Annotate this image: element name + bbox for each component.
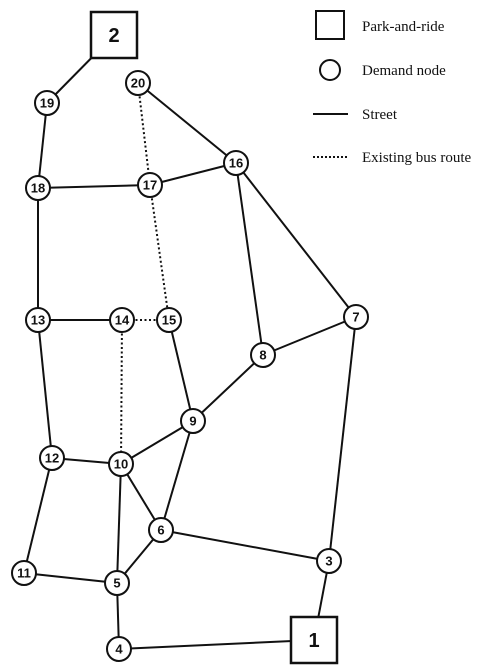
demand-node-10: 10 — [108, 451, 134, 477]
legend: Park-and-ride Demand node Street Existin… — [313, 10, 472, 166]
demand-node-14: 14 — [109, 307, 135, 333]
street-16-8 — [235, 162, 264, 356]
demand-node-circle — [104, 570, 130, 596]
park-and-ride-box — [89, 10, 139, 60]
street-9-8 — [192, 354, 264, 422]
demand-node-label: 18 — [31, 181, 45, 196]
demand-node-label: 15 — [162, 313, 176, 328]
street-13-12 — [37, 319, 53, 459]
demand-node-circle — [180, 408, 206, 434]
park-and-ride-label: 2 — [108, 25, 119, 47]
legend-park-and-ride-label: Park-and-ride — [362, 19, 445, 35]
demand-node-16: 16 — [223, 150, 249, 176]
demand-node-label: 6 — [157, 523, 164, 538]
street-19-18 — [37, 102, 48, 189]
demand-node-label: 20 — [131, 76, 145, 91]
bus-route-14-10 — [120, 319, 123, 465]
demand-node-9: 9 — [180, 408, 206, 434]
demand-node-label: 11 — [17, 566, 31, 581]
demand-node-label: 5 — [113, 576, 120, 591]
demand-node-6: 6 — [148, 517, 174, 543]
street-20-16 — [137, 82, 237, 164]
demand-node-circle — [25, 175, 51, 201]
legend-demand-node-label: Demand node — [362, 63, 446, 79]
demand-node-11: 11 — [11, 560, 37, 586]
demand-node-circle — [223, 150, 249, 176]
demand-node-label: 8 — [259, 348, 266, 363]
street-12-11 — [23, 457, 53, 574]
demand-node-circle — [125, 70, 151, 96]
street-16-7 — [235, 162, 357, 318]
demand-node-5: 5 — [104, 570, 130, 596]
park-and-ride-box — [289, 615, 339, 665]
demand-node-18: 18 — [25, 175, 51, 201]
bus-route-20-17 — [137, 82, 151, 186]
demand-node-label: 17 — [143, 178, 157, 193]
demand-node-circle — [137, 172, 163, 198]
demand-node-label: 13 — [31, 313, 45, 328]
demand-node-label: 16 — [229, 156, 243, 171]
demand-node-17: 17 — [137, 172, 163, 198]
bus-route-17-15 — [149, 184, 170, 321]
park-and-ride-2: 2 — [89, 10, 139, 60]
demand-node-circle — [25, 307, 51, 333]
street-8-7 — [262, 316, 357, 356]
demand-node-label: 10 — [114, 457, 128, 472]
street-18-17 — [37, 184, 151, 189]
demand-node-19: 19 — [34, 90, 60, 116]
legend-street-label: Street — [362, 107, 398, 123]
demand-node-circle — [108, 451, 134, 477]
demand-node-circle — [34, 90, 60, 116]
demand-node-label: 12 — [45, 451, 59, 466]
demand-node-label: 14 — [115, 313, 130, 328]
legend-bus-route-label: Existing bus route — [362, 150, 472, 166]
demand-node-8: 8 — [250, 342, 276, 368]
demand-node-circle — [343, 304, 369, 330]
demand-node-label: 19 — [40, 96, 54, 111]
demand-node-label: 9 — [189, 414, 196, 429]
street-17-16 — [149, 162, 237, 186]
street-6-3 — [160, 529, 330, 562]
street-9-6 — [160, 420, 194, 531]
edges-layer — [23, 34, 357, 650]
demand-node-label: 4 — [115, 642, 123, 657]
park-and-ride-1: 1 — [289, 615, 339, 665]
demand-node-13: 13 — [25, 307, 51, 333]
demand-node-20: 20 — [125, 70, 151, 96]
street-10-5 — [116, 463, 122, 584]
demand-node-circle — [156, 307, 182, 333]
demand-node-circle — [106, 636, 132, 662]
demand-node-3: 3 — [316, 548, 342, 574]
demand-node-circle — [39, 445, 65, 471]
street-7-3 — [328, 316, 357, 562]
demand-node-12: 12 — [39, 445, 65, 471]
demand-node-circle — [148, 517, 174, 543]
street-11-5 — [23, 572, 118, 584]
demand-node-7: 7 — [343, 304, 369, 330]
street-15-9 — [168, 319, 194, 422]
demand-node-circle — [11, 560, 37, 586]
street-4-1 — [118, 639, 315, 650]
park-and-ride-label: 1 — [308, 630, 319, 652]
demand-node-label: 7 — [352, 310, 359, 325]
demand-node-circle — [109, 307, 135, 333]
demand-node-15: 15 — [156, 307, 182, 333]
demand-node-circle — [316, 548, 342, 574]
legend-demand-node-symbol — [319, 59, 341, 81]
street-9-10 — [120, 420, 194, 465]
demand-node-circle — [250, 342, 276, 368]
demand-node-label: 3 — [325, 554, 332, 569]
demand-node-4: 4 — [106, 636, 132, 662]
legend-park-and-ride-symbol — [315, 10, 345, 40]
